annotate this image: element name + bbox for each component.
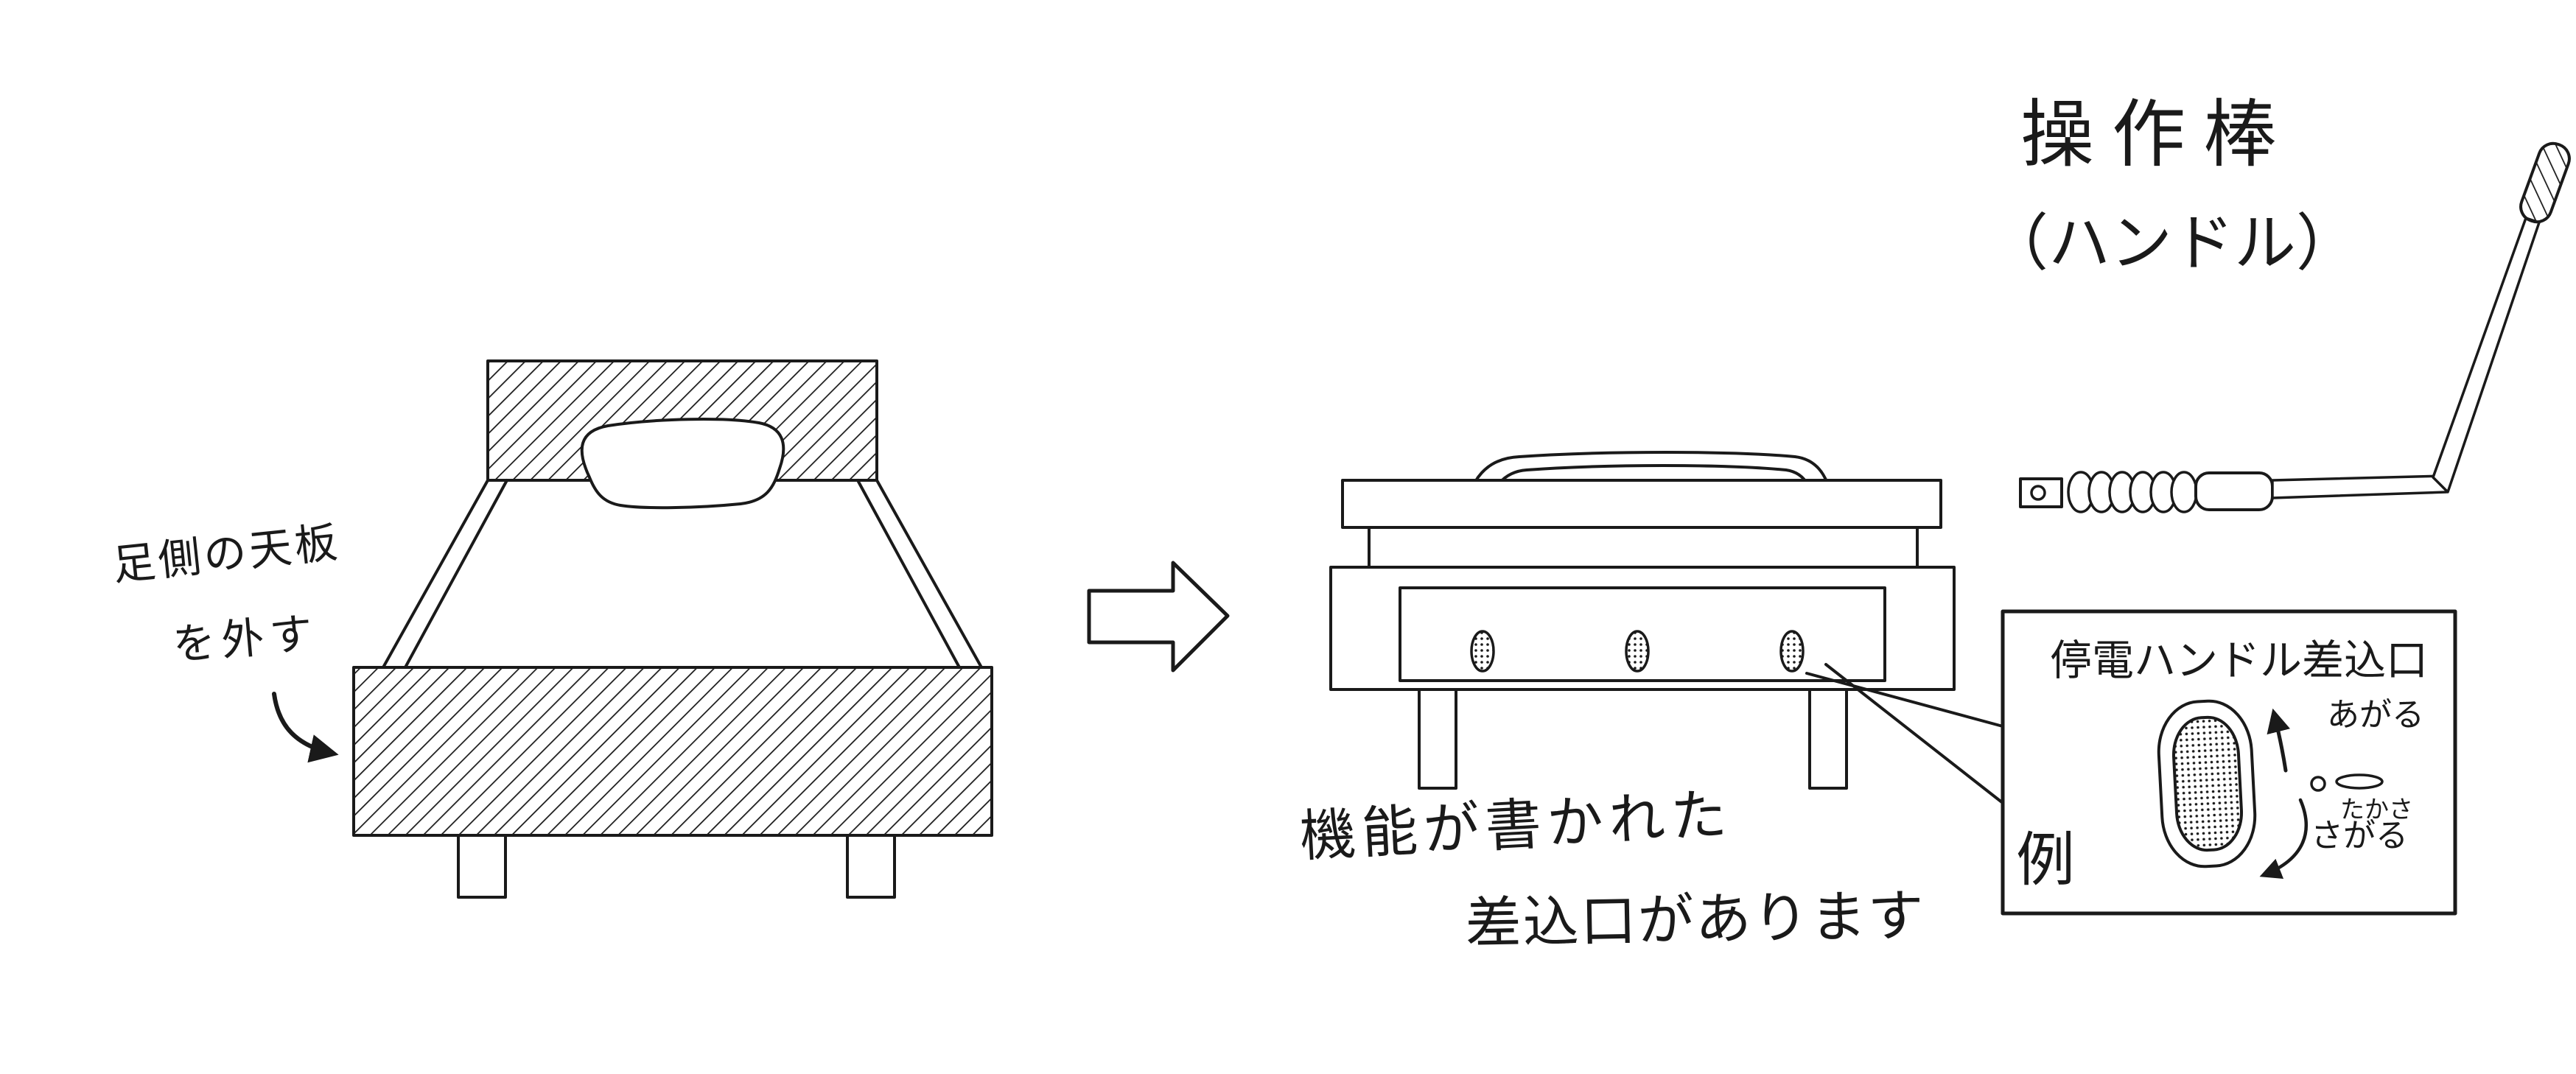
sockets-note-line2: 差込口があります: [1464, 882, 1926, 956]
remove-foot-panel-note-line2: を外す: [170, 607, 321, 670]
example-socket-inner: [2171, 715, 2244, 852]
foot-panel: [352, 666, 993, 837]
bed-leg: [1418, 688, 1457, 790]
bed-before-sketch: [352, 359, 993, 899]
bed-rail-right: [856, 479, 961, 669]
height-indicator-slot: [2335, 773, 2384, 790]
example-socket-sketch: [2157, 699, 2257, 868]
socket-callout-lines: [1805, 663, 2004, 804]
inset-down-label: さがる: [2311, 817, 2408, 854]
handle-sleeve: [2194, 471, 2274, 511]
height-indicator-knob: [2310, 776, 2326, 792]
remove-panel-hook-arrow-icon: [272, 692, 339, 763]
handle-arm: [2432, 217, 2541, 494]
carry-handle-outer: [1463, 451, 1836, 522]
bed-leg: [1808, 688, 1848, 790]
handle-spring: [2067, 471, 2198, 513]
mid-board: [1368, 526, 1919, 569]
inset-up-label: あがる: [2327, 696, 2424, 734]
handle-grip: [2519, 141, 2571, 224]
inset-example-label: 例: [2016, 826, 2075, 894]
down-arrow-icon: [2259, 798, 2308, 880]
handle-subtitle: （ハンドル）: [1987, 207, 2359, 279]
up-arrow-icon: [2267, 708, 2291, 773]
handle-tip-hole: [2030, 485, 2046, 501]
bed-rail-left: [404, 479, 508, 669]
inset-title: 停電ハンドル差込口: [2050, 636, 2428, 685]
inset-example-box-sketch: [2001, 609, 2457, 916]
socket-hole: [1470, 630, 1495, 673]
pillow: [580, 418, 785, 510]
flow-right-arrow-icon: [1087, 561, 1230, 673]
height-indicator-icon: [2310, 773, 2384, 792]
handle-tip: [2019, 477, 2063, 508]
handle-shaft: [2271, 474, 2448, 499]
bed-leg: [457, 834, 507, 899]
bed-leg: [846, 834, 896, 899]
socket-hole: [1625, 630, 1650, 673]
inset-height-label: たかさ: [2340, 795, 2413, 824]
crank-handle-sketch: [2019, 141, 2571, 513]
socket-hole: [1779, 630, 1805, 673]
bed-after-sketch: [1329, 451, 1956, 790]
callout-line: [1805, 672, 2004, 728]
handle-title: 操作棒: [2020, 91, 2295, 178]
carry-handle-inner: [1485, 464, 1817, 522]
callout-line: [1824, 663, 2004, 804]
top-board: [1341, 479, 1942, 529]
